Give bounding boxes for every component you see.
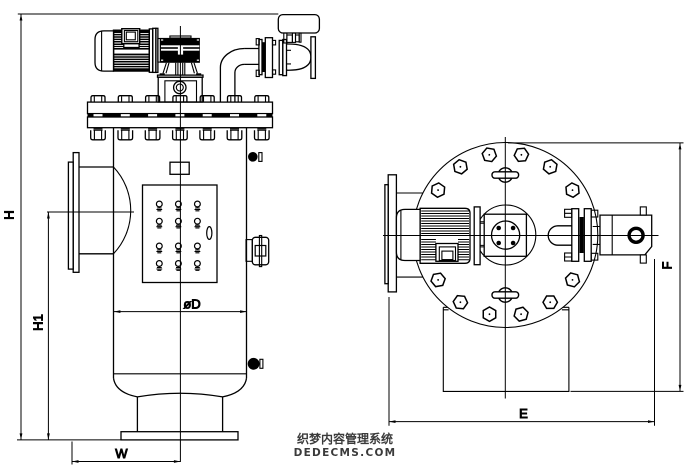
vessel-body-behind — [442, 306, 570, 392]
dimension-d: øD — [113, 296, 247, 313]
panel-handle — [206, 226, 213, 241]
dimension-e: E — [388, 259, 655, 426]
valve-actuator — [277, 13, 321, 34]
watermark: 织梦内容管理系统 DEDECMS.COM — [259, 433, 431, 458]
backwash-valve — [277, 13, 321, 80]
pipe-flange-joint — [255, 37, 277, 79]
vent-valve-top — [248, 152, 263, 162]
watermark-latin: DEDECMS.COM — [293, 446, 397, 459]
dim-label-h: H — [2, 210, 17, 219]
drive-assembly — [94, 27, 204, 103]
coupling-legs — [162, 62, 198, 74]
valve-body — [286, 43, 312, 71]
outlet-elbow-pipe — [219, 47, 259, 103]
base-plate — [120, 431, 239, 441]
drain-valve-bottom — [247, 357, 264, 370]
dim-label-f: F — [660, 261, 675, 269]
side-bracket — [245, 234, 270, 268]
dimensions: H H1 W øD E F — [1, 13, 684, 465]
dim-label-w: W — [115, 446, 128, 461]
dimension-h: H — [1, 13, 279, 441]
drive-shaft — [175, 62, 186, 76]
access-panel — [141, 184, 218, 284]
watermark-chinese: 织梦内容管理系统 — [296, 432, 393, 446]
dimension-h1: H1 — [30, 211, 134, 440]
shaft-coupler — [169, 161, 190, 175]
valve-gland — [283, 32, 302, 44]
dim-label-d: øD — [183, 297, 200, 312]
side-view — [383, 137, 659, 399]
front-view — [67, 13, 321, 462]
motor-front — [94, 28, 154, 73]
dim-label-e: E — [519, 406, 528, 421]
dim-label-h1: H1 — [31, 314, 46, 331]
motor-junction-box — [435, 242, 459, 262]
panel-studs — [155, 200, 201, 271]
dimension-f: F — [508, 142, 684, 392]
dimension-w: W — [71, 441, 181, 465]
